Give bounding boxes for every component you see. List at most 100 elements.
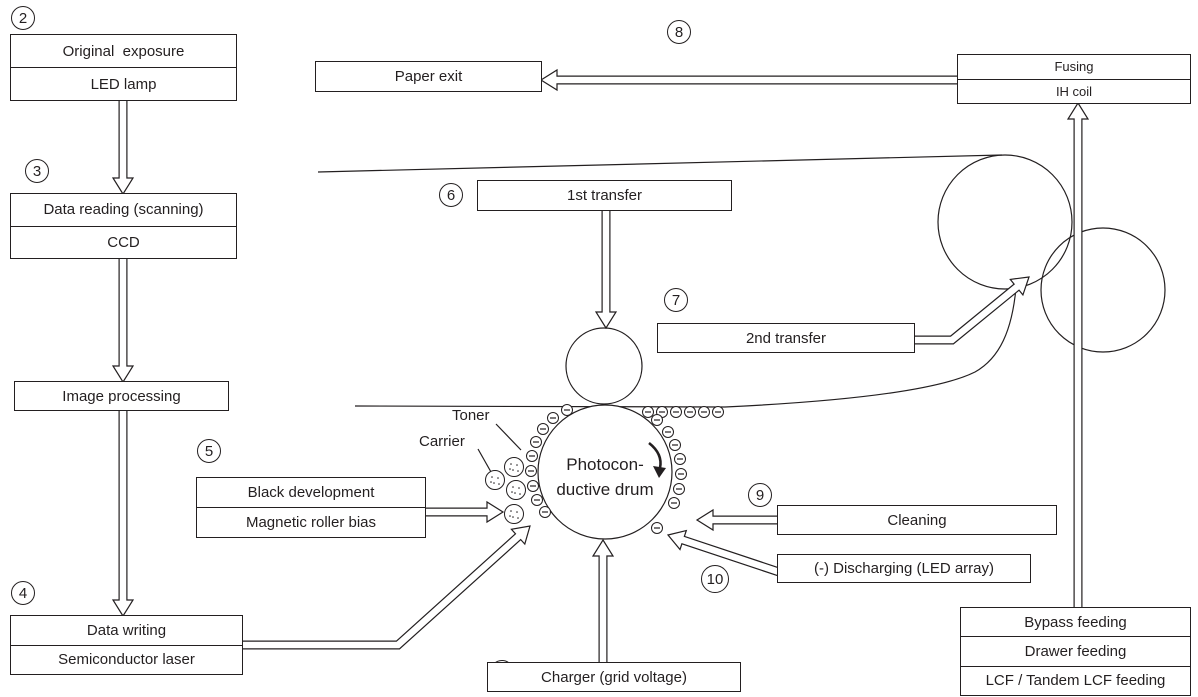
laser-writing-arrow <box>241 525 531 650</box>
black-development-box: Black development Magnetic roller bias <box>196 477 426 538</box>
toner-particle <box>712 406 724 418</box>
step-10-marker: 10 <box>701 565 729 593</box>
photoconductive-drum <box>537 404 673 540</box>
toner-particle <box>675 468 687 480</box>
toner-particle <box>561 404 573 416</box>
toner-label: Toner <box>452 407 490 424</box>
development-arrow-head <box>486 500 505 524</box>
step-2-marker: 2 <box>11 6 35 30</box>
second-transfer-box: 2nd transfer <box>657 323 915 353</box>
step-7-marker: 7 <box>664 288 688 312</box>
reading-to-processing-arrow-head <box>111 365 135 384</box>
second-transfer-label: 2nd transfer <box>745 329 827 347</box>
first-transfer-label: 1st transfer <box>566 187 643 204</box>
toner-particle <box>526 450 538 462</box>
toner-particle <box>684 406 696 418</box>
step-5-marker: 5 <box>197 439 221 463</box>
processing-to-writing-arrow-head <box>111 599 135 618</box>
image-processing-label: Image processing <box>62 387 181 405</box>
data-reading-box: Data reading (scanning) CCD <box>10 193 237 259</box>
toner-particle <box>531 494 543 506</box>
paper-exit-box: Paper exit <box>315 61 542 92</box>
data-writing-label: Data writing <box>86 621 167 639</box>
drum-rotation-arrowhead-icon <box>653 466 666 478</box>
exposure-to-reading-arrow <box>111 99 135 196</box>
magnetic-roller-bias-label: Magnetic roller bias <box>197 507 425 537</box>
toner-leader-line <box>495 423 522 451</box>
drawer-feeding-label: Drawer feeding <box>961 636 1190 665</box>
drum-label: Photocon- ductive drum <box>545 452 665 502</box>
primary-transfer-roller <box>565 327 643 405</box>
second-transfer-arrow-shaft-fill <box>913 283 1020 344</box>
toner-particle <box>527 480 539 492</box>
toner-particle <box>651 522 663 534</box>
discharging-arrow <box>666 529 781 577</box>
reading-to-processing-arrow <box>111 257 135 384</box>
first-transfer-box: 1st transfer <box>477 180 732 211</box>
first-transfer-arrow-head <box>594 311 618 330</box>
toner-particle <box>539 506 551 518</box>
carrier-particle <box>485 470 505 490</box>
toner-particle <box>674 453 686 465</box>
cleaning-arrow-head <box>695 508 714 532</box>
toner-particle <box>530 436 542 448</box>
paper-feed-arrow <box>1066 101 1090 609</box>
black-development-label: Black development <box>247 484 375 501</box>
process-arrows <box>111 68 1090 664</box>
toner-particle <box>698 406 710 418</box>
step-6-marker: 6 <box>439 183 463 207</box>
discharging-arrow-shaft-fill <box>680 536 781 576</box>
second-transfer-arrow <box>913 276 1030 345</box>
data-reading-label: Data reading (scanning) <box>43 201 204 219</box>
first-transfer-arrow <box>594 209 618 330</box>
ih-coil-label: IH coil <box>958 78 1190 104</box>
cleaning-label: Cleaning <box>887 511 947 529</box>
discharging-box: (-) Discharging (LED array) <box>777 554 1031 583</box>
cleaning-box: Cleaning <box>777 505 1057 535</box>
secondary-transfer-roller <box>1040 227 1166 353</box>
original-exposure-label: Original exposure <box>62 42 185 60</box>
toner-and-carrier-particles <box>485 404 724 534</box>
bypass-feeding-label: Bypass feeding <box>1024 613 1127 631</box>
transfer-belt-top-edge <box>317 154 1003 173</box>
toner-particle <box>525 465 537 477</box>
paper-exit-arrow <box>539 68 959 92</box>
development-arrow <box>424 500 505 524</box>
belt-drive-roller <box>937 154 1073 290</box>
step-9-marker: 9 <box>748 483 772 507</box>
transfer-belt-bottom-edge <box>354 287 1017 408</box>
drum-label-line-2: ductive drum <box>556 480 654 499</box>
toner-particle <box>651 414 663 426</box>
laser-writing-arrow-shaft-outline <box>241 533 522 650</box>
toner-particle <box>547 412 559 424</box>
toner-particle <box>662 426 674 438</box>
toner-particle <box>642 406 654 418</box>
charger-arrow-head <box>591 538 615 557</box>
toner-particle <box>668 497 680 509</box>
data-writing-box: Data writing Semiconductor laser <box>10 615 243 675</box>
ccd-label: CCD <box>11 225 236 259</box>
charger-label: Charger (grid voltage) <box>541 668 687 686</box>
toner-particle <box>669 439 681 451</box>
semiconductor-laser-label: Semiconductor laser <box>11 644 242 675</box>
carrier-particle <box>506 480 526 500</box>
step-4-marker: 4 <box>11 581 35 605</box>
charger-arrow <box>591 538 615 664</box>
paper-feed-arrow-head <box>1066 101 1090 120</box>
exposure-to-reading-arrow-head <box>111 177 135 196</box>
carrier-label: Carrier <box>419 433 465 450</box>
image-processing-box: Image processing <box>14 381 229 411</box>
carrier-leader-line <box>477 448 492 473</box>
processing-to-writing-arrow <box>111 409 135 618</box>
fusing-box: Fusing IH coil <box>957 54 1191 104</box>
lcf-feeding-label: LCF / Tandem LCF feeding <box>961 665 1190 695</box>
step-3-marker: 3 <box>25 159 49 183</box>
discharging-label: (-) Discharging (LED array) <box>813 560 995 577</box>
paper-exit-arrow-head <box>539 68 558 92</box>
paper-feeding-box: Bypass feeding Drawer feeding LCF / Tand… <box>960 607 1191 696</box>
toner-particle <box>670 406 682 418</box>
original-exposure-box: Original exposure LED lamp <box>10 34 237 101</box>
led-lamp-label: LED lamp <box>11 67 236 100</box>
